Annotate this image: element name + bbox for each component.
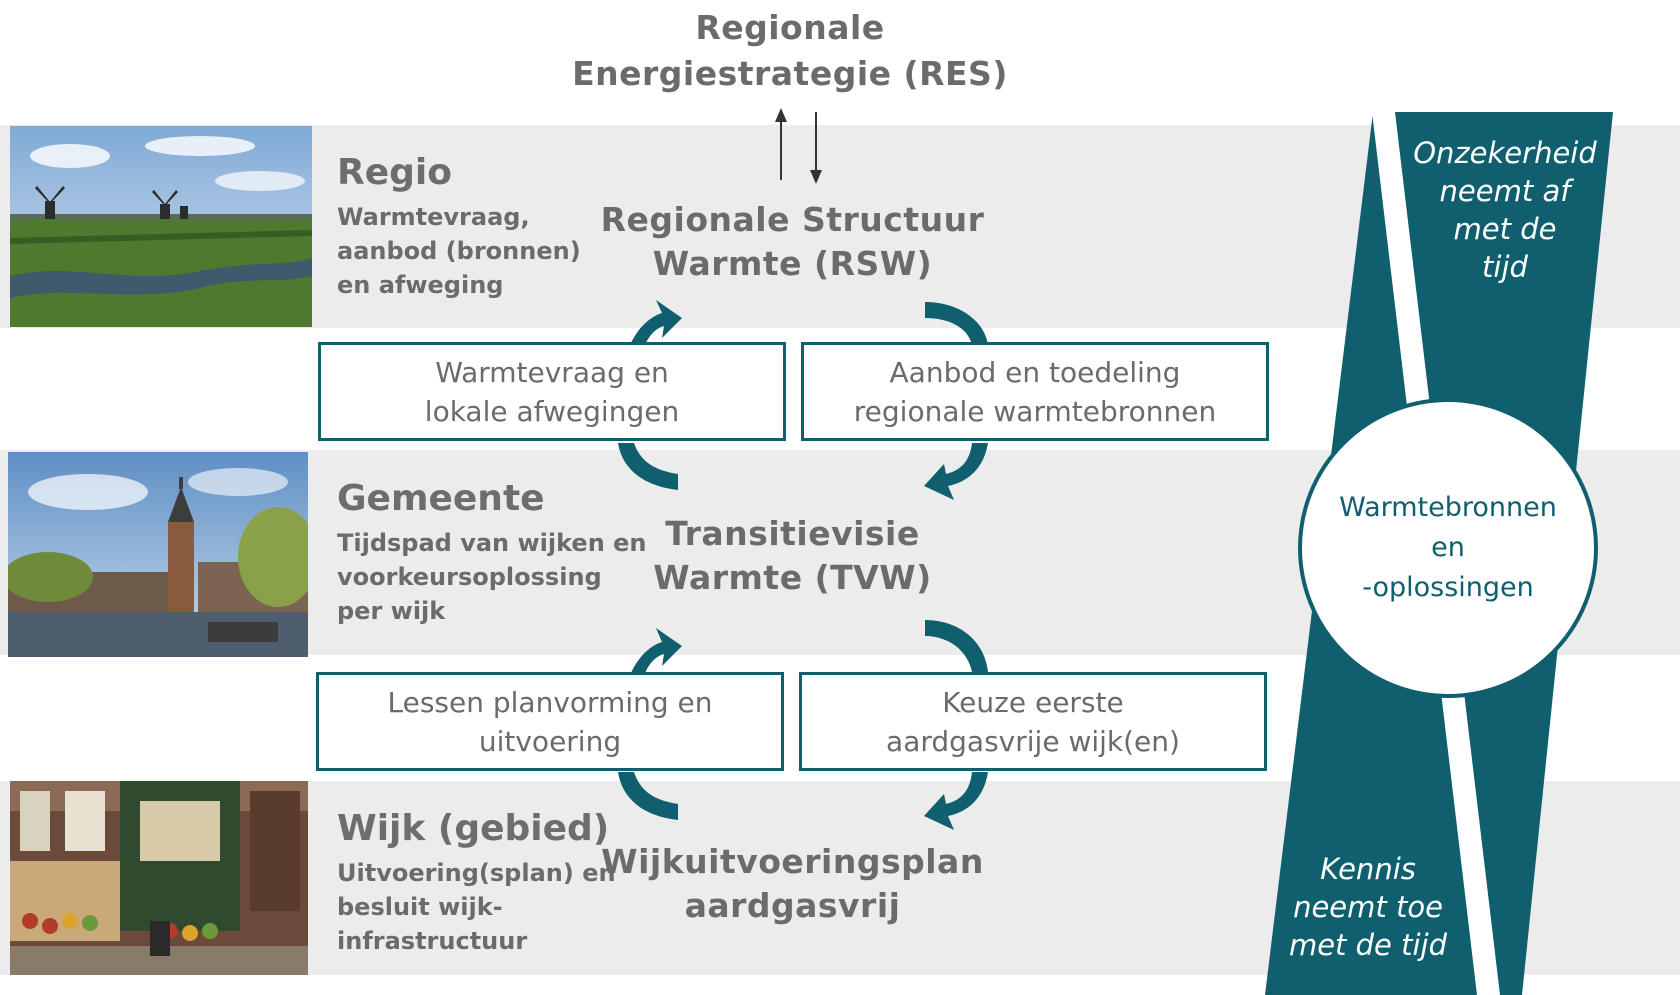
cycle-arrow-upper-right: [925, 302, 988, 345]
box-aanbod-toedeling: Aanbod en toedeling regionale warmtebron…: [801, 342, 1269, 441]
knowledge-text: Kennis neemt toe met de tijd: [1288, 852, 1448, 962]
street-shop-photo: [10, 781, 308, 975]
cycle-arrow-lower-left: [630, 628, 682, 676]
cycle-arrow-right-to-tvw: [924, 443, 988, 500]
res-title: Regionale Energiestrategie (RES): [572, 8, 1008, 93]
cycle-arrow-left-to-tvw: [618, 443, 678, 490]
level-title-wijk: Wijk (gebied): [337, 808, 610, 849]
cycle-arrow-right-to-wup: [924, 772, 988, 830]
level-description-gemeente: Tijdspad van wijken en voorkeursoplossin…: [337, 529, 647, 625]
rsw-title: Regionale Structuur Warmte (RSW): [600, 200, 985, 283]
level-description-regio: Warmtevraag, aanbod (bronnen) en afwegin…: [337, 203, 581, 299]
level-description-wijk: Uitvoering(splan) en besluit wijk- infra…: [337, 859, 616, 955]
level-title-gemeente: Gemeente: [337, 478, 545, 519]
uncertainty-text: Onzekerheid neemt af met de tijd: [1413, 136, 1597, 284]
cycle-arrow-lower-right: [925, 620, 988, 672]
level-title-regio: Regio: [337, 152, 452, 193]
warmtebronnen-circle: Warmtebronnen en -oplossingen: [1298, 398, 1598, 698]
tvw-title: Transitievisie Warmte (TVW): [653, 514, 932, 597]
wup-title: Wijkuitvoeringsplan aardgasvrij: [601, 842, 984, 925]
city-canal-tower-photo: [8, 452, 308, 657]
box-warmtevraag-lokale-afwegingen: Warmtevraag en lokale afwegingen: [318, 342, 786, 441]
box-keuze-eerste-wijk: Keuze eerste aardgasvrije wijk(en): [799, 672, 1267, 771]
cycle-arrow-upper-left: [630, 300, 682, 348]
windmills-landscape-photo: [10, 126, 312, 327]
cycle-arrow-left-to-wup: [618, 772, 678, 820]
res-arrows: [775, 108, 822, 184]
box-lessen-planvorming: Lessen planvorming en uitvoering: [316, 672, 784, 771]
